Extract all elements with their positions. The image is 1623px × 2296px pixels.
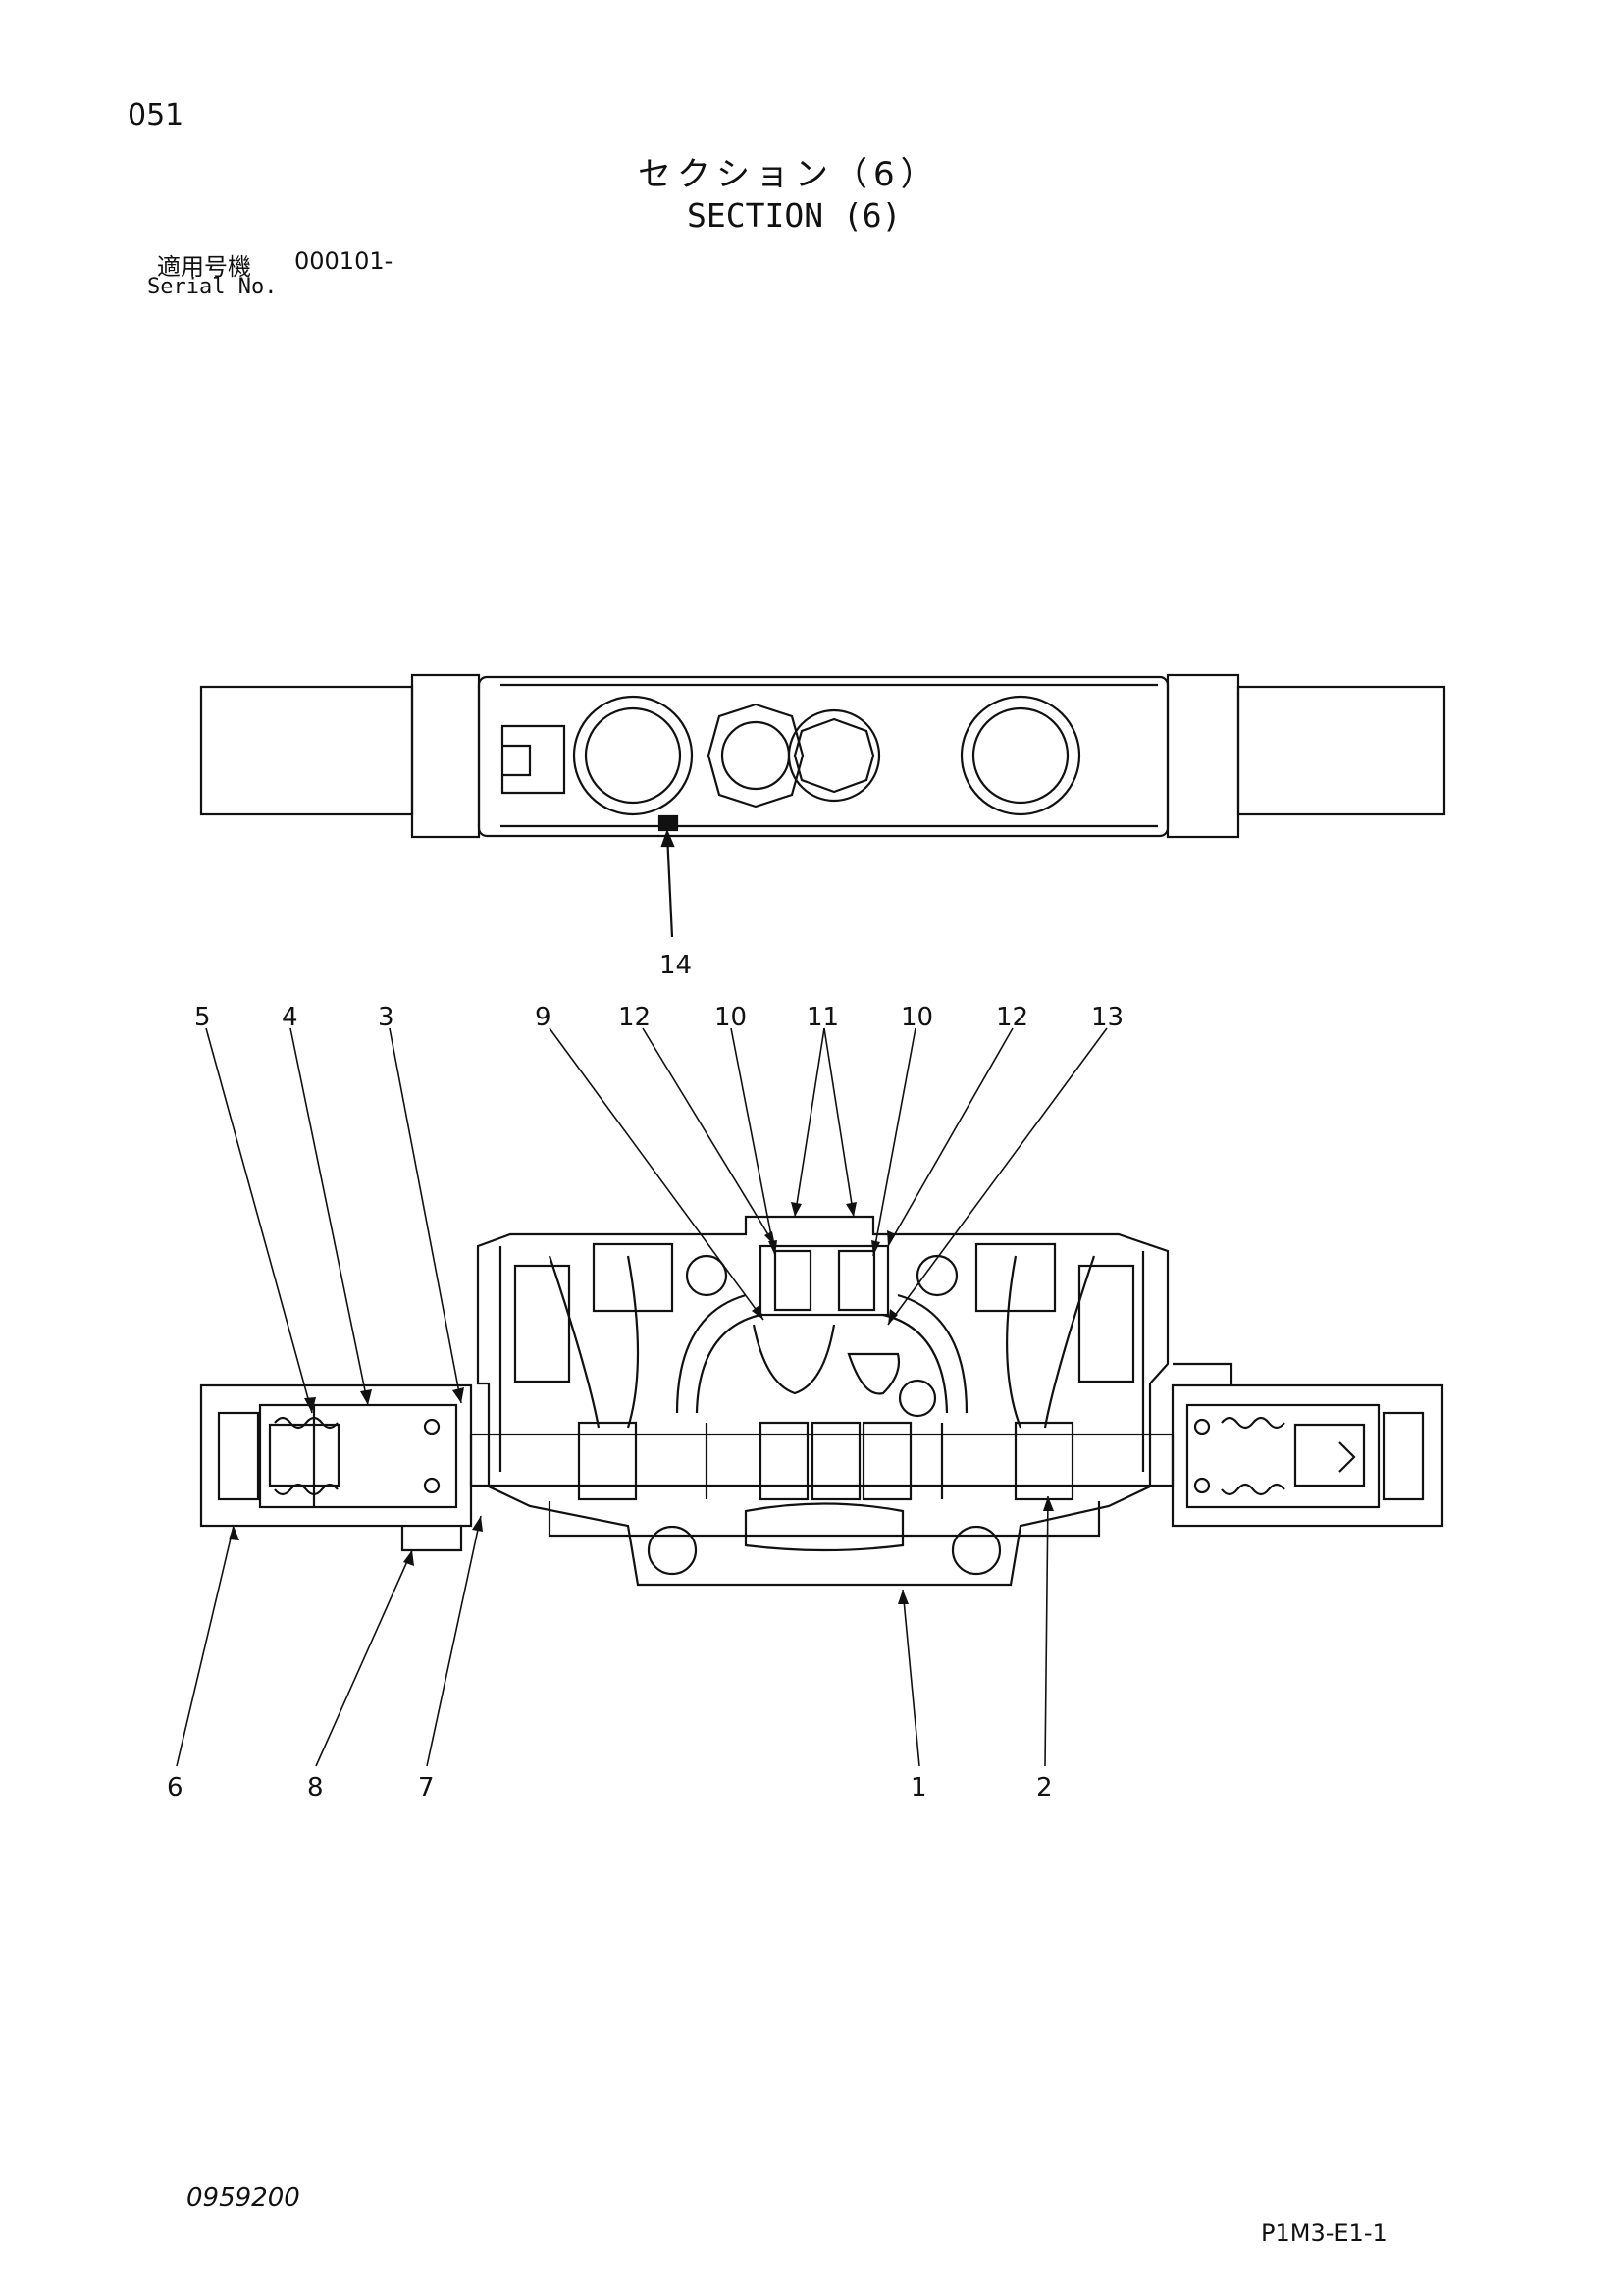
callout-3: 3 [378,1003,394,1032]
callout-11: 11 [807,1003,839,1032]
callout-1: 1 [911,1773,927,1802]
callout-10-left: 10 [714,1003,747,1032]
page-title-japanese: セクション（6） [638,155,940,194]
serial-label-english: Serial No. [147,275,278,299]
callout-12-left: 12 [618,1003,651,1032]
top-view [199,673,1446,938]
page-number: 051 [128,98,184,132]
page-code: P1M3-E1-1 [1261,2219,1387,2247]
callout-4: 4 [282,1003,298,1032]
callout-10-right: 10 [901,1003,933,1032]
callout-14: 14 [659,951,692,980]
callout-12-right: 12 [996,1003,1028,1032]
callout-2: 2 [1036,1773,1053,1802]
callout-5: 5 [194,1003,211,1032]
serial-number-value: 000101- [294,247,393,275]
leader-arrowheads [229,1202,1054,1604]
serial-label-japanese: 適用号機 [157,253,251,281]
section-view [199,1215,1444,1587]
page-title-english: SECTION (6) [687,196,902,235]
callout-9: 9 [535,1003,551,1032]
callout-7: 7 [418,1773,435,1802]
callout-8: 8 [307,1773,324,1802]
document-code: 0959200 [186,2183,300,2213]
callout-6: 6 [167,1773,183,1802]
callout-labels: 14 5 4 3 9 12 10 11 10 12 13 6 8 7 1 2 [167,951,1124,1802]
leader-lines [176,1027,1108,1767]
callout-13: 13 [1091,1003,1124,1032]
